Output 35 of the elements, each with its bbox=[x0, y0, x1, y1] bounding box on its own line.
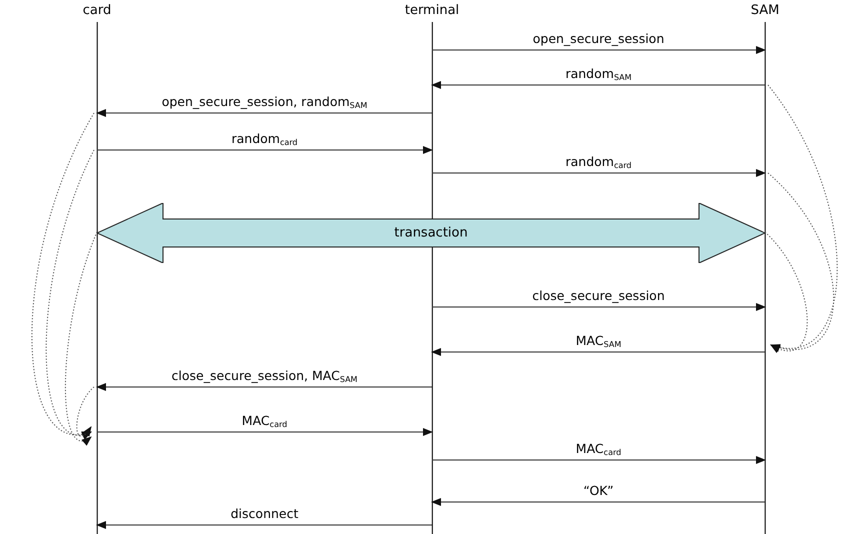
band-label: transaction bbox=[394, 226, 468, 240]
participant-label: terminal bbox=[404, 2, 460, 18]
participant-label: SAM bbox=[750, 2, 780, 18]
message-arrow bbox=[431, 81, 766, 89]
message-label: open_secure_session, random$_{SAM}$ bbox=[162, 94, 368, 112]
message-label: random$_{SAM}$ bbox=[565, 66, 632, 84]
message-arrow bbox=[96, 109, 432, 117]
message-arrow bbox=[432, 46, 766, 54]
dotted-arrow bbox=[46, 150, 94, 438]
message-label: “OK” bbox=[583, 483, 614, 498]
message-label: close_secure_session, MAC$_{SAM}$ bbox=[172, 368, 358, 386]
message-arrow bbox=[432, 456, 766, 464]
message-arrow bbox=[96, 146, 433, 154]
message-arrow bbox=[96, 383, 432, 391]
dotted-arrow bbox=[65, 232, 98, 445]
dotted-arrow bbox=[76, 386, 94, 437]
message-arrow bbox=[96, 428, 433, 436]
message-label: MAC$_{SAM}$ bbox=[576, 333, 622, 351]
message-label: disconnect bbox=[230, 506, 298, 521]
message-arrow bbox=[431, 498, 766, 506]
message-arrow bbox=[432, 169, 766, 177]
message-arrow bbox=[431, 348, 766, 356]
message-label: MAC$_{card}$ bbox=[576, 441, 622, 459]
dotted-arrow bbox=[768, 172, 834, 351]
message-label: random$_{card}$ bbox=[566, 154, 632, 172]
dotted-arrow bbox=[764, 232, 808, 352]
message-label: MAC$_{card}$ bbox=[242, 413, 288, 431]
message-label: close_secure_session bbox=[532, 288, 665, 303]
message-label: open_secure_session bbox=[532, 31, 664, 46]
dotted-arrow bbox=[31, 112, 94, 438]
message-arrow bbox=[432, 303, 766, 311]
message-arrow bbox=[96, 521, 432, 529]
dotted-arrow bbox=[768, 84, 838, 350]
message-label: random$_{card}$ bbox=[232, 131, 298, 149]
participant-label: card bbox=[82, 2, 112, 18]
